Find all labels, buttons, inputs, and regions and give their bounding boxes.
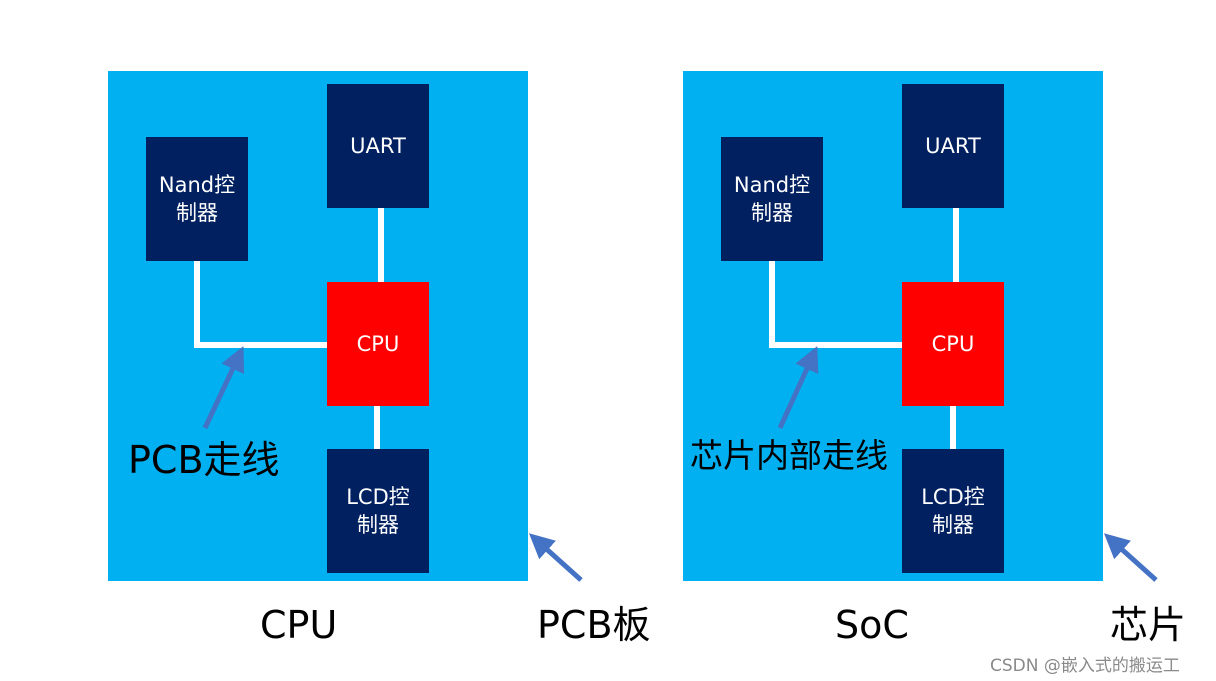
lcd-controller-block-soc: LCD控 制器	[902, 449, 1004, 573]
chip-label: 芯片	[1110, 603, 1187, 647]
arrow-to-pcb-board	[528, 533, 583, 582]
nand-controller-block: Nand控 制器	[146, 137, 248, 261]
cpu-block-soc: CPU	[902, 282, 1004, 406]
nand-controller-label: Nand控 制器	[158, 173, 236, 225]
wire-nand-cpu-horizontal	[194, 342, 328, 348]
uart-label-soc: UART	[925, 134, 981, 158]
nand-controller-block-soc: Nand控 制器	[721, 137, 823, 261]
arrow-to-chip	[1103, 533, 1158, 582]
arrow-to-pcb-trace	[202, 346, 245, 430]
soc-caption: SoC	[835, 603, 909, 647]
nand-controller-label-soc: Nand控 制器	[733, 173, 811, 225]
arrow-to-chip-trace	[777, 346, 819, 430]
watermark: CSDN @嵌入式的搬运工	[990, 656, 1180, 676]
cpu-block: CPU	[327, 282, 429, 406]
uart-label: UART	[350, 134, 406, 158]
wire-nand-vertical	[194, 260, 200, 348]
pcb-board-label: PCB板	[537, 603, 651, 647]
cpu-caption: CPU	[260, 603, 338, 647]
lcd-controller-label: LCD控 制器	[346, 485, 410, 537]
wire-nand-cpu-horizontal-soc	[769, 342, 903, 348]
cpu-label: CPU	[356, 332, 400, 356]
cpu-label-soc: CPU	[931, 332, 975, 356]
wire-cpu-lcd	[374, 405, 380, 450]
lcd-controller-block: LCD控 制器	[327, 449, 429, 573]
uart-block: UART	[327, 84, 429, 208]
wire-uart-cpu	[378, 207, 384, 283]
uart-block-soc: UART	[902, 84, 1004, 208]
lcd-controller-label-soc: LCD控 制器	[921, 485, 985, 537]
wire-cpu-lcd-soc	[950, 405, 956, 450]
wire-uart-cpu-soc	[953, 207, 959, 283]
pcb-trace-label: PCB走线	[128, 438, 280, 482]
chip-internal-trace-label: 芯片内部走线	[690, 436, 888, 475]
wire-nand-vertical-soc	[769, 260, 775, 348]
